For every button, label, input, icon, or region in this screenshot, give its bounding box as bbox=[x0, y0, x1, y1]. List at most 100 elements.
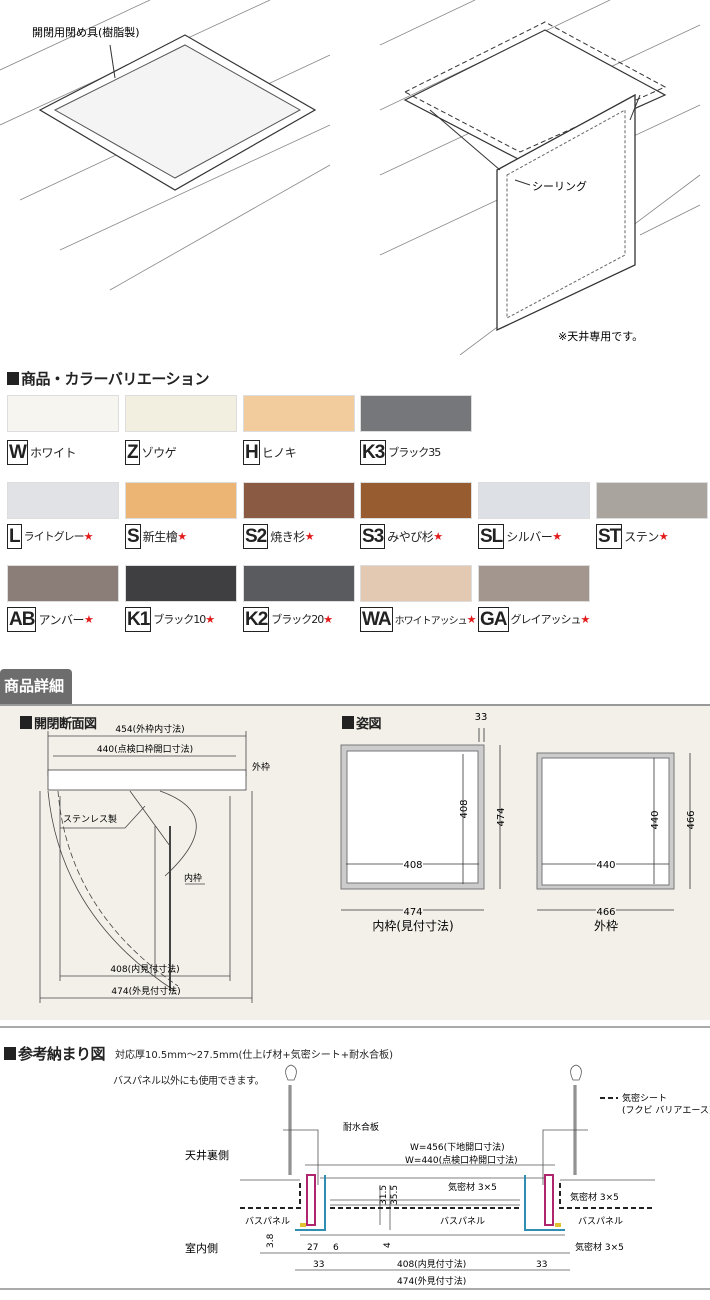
color-code: K3 bbox=[360, 439, 387, 465]
color-swatch-sl bbox=[478, 482, 590, 519]
color-code: Z bbox=[125, 439, 140, 465]
section-view-title: 開閉断面図 bbox=[20, 713, 97, 732]
star-icon: ★ bbox=[304, 529, 315, 543]
star-icon: ★ bbox=[580, 612, 591, 626]
inner-w-outer: 474 bbox=[403, 907, 422, 918]
sealing-label: シーリング bbox=[532, 179, 587, 193]
color-name: ホワイトアッシュ bbox=[394, 615, 468, 627]
color-swatch-wa bbox=[360, 565, 472, 602]
color-code: W bbox=[7, 439, 28, 465]
inner-h-outer: 474 bbox=[496, 807, 507, 826]
w456-label: W=456(下地開口寸法) bbox=[410, 1141, 505, 1153]
reference-title: 参考納まり図 bbox=[4, 1043, 106, 1064]
color-code: WA bbox=[360, 606, 393, 632]
color-code: S bbox=[125, 523, 141, 549]
installation-drawing: 気密シート (フクビ バリアエース) 耐水合板 W=456(下地開口寸法) W=… bbox=[185, 1064, 710, 1287]
outer-caption: 外枠 bbox=[594, 919, 618, 933]
color-code: S3 bbox=[360, 523, 386, 549]
inner-frame-label: 内枠 bbox=[184, 872, 202, 884]
star-icon: ★ bbox=[177, 529, 188, 543]
color-swatch-s bbox=[125, 482, 237, 519]
product-illustration: 開閉用閉め具(樹脂製) シーリング ※天井専用です。 bbox=[0, 0, 701, 355]
color-swatch-s3 bbox=[360, 482, 472, 519]
figure-title: 姿図 bbox=[342, 713, 382, 732]
color-name: 新生檜 bbox=[142, 529, 178, 544]
dim-6: 6 bbox=[333, 1243, 339, 1253]
color-code: GA bbox=[478, 606, 509, 632]
dim-408: 408(内見付寸法) bbox=[397, 1258, 466, 1270]
inner-w-inner: 408 bbox=[403, 860, 422, 871]
color-swatch-k1 bbox=[125, 565, 237, 602]
color-name: ホワイト bbox=[29, 445, 77, 460]
bath-panel-label: バスパネル bbox=[245, 1216, 290, 1227]
inner-caption: 内枠(見付寸法) bbox=[372, 919, 453, 933]
outer-w-inner: 440 bbox=[596, 860, 615, 871]
star-icon: ★ bbox=[433, 529, 444, 543]
usage-note: バスパネル以外にも使用できます。 bbox=[113, 1072, 265, 1087]
color-swatch-z bbox=[125, 395, 237, 432]
color-code: SL bbox=[478, 523, 505, 549]
color-name: ブラック10 bbox=[153, 613, 206, 626]
color-name: ブラック35 bbox=[388, 446, 441, 459]
color-name: グレイアッシュ bbox=[510, 613, 582, 626]
seal-label: 気密材 3×5 bbox=[575, 1241, 624, 1253]
color-name: 焼き杉 bbox=[270, 529, 305, 544]
ceiling-only-note: ※天井専用です。 bbox=[558, 329, 643, 343]
dim-33: 33 bbox=[536, 1260, 547, 1270]
color-variation-title: 商品・カラーバリエーション bbox=[7, 368, 210, 389]
dim-4: 4 bbox=[383, 1242, 393, 1248]
color-code: H bbox=[243, 439, 260, 465]
color-name: ステン bbox=[624, 529, 659, 544]
color-name: ゾウゲ bbox=[141, 445, 177, 460]
star-icon: ★ bbox=[552, 529, 563, 543]
color-swatch-s2 bbox=[243, 482, 355, 519]
color-name: アンバー bbox=[38, 612, 84, 627]
details-drawings: 454(外枠内寸法) 440(点検口枠開口寸法) 外枠 ステンレス製 内枠 40… bbox=[39, 712, 697, 1003]
color-swatch-ga bbox=[478, 565, 590, 602]
star-icon: ★ bbox=[466, 612, 477, 626]
inner-h-inner: 408 bbox=[459, 799, 470, 818]
color-code: AB bbox=[7, 606, 37, 632]
dim-35-5: 35.5 bbox=[390, 1185, 400, 1205]
dim-33: 33 bbox=[475, 712, 488, 723]
dim-31-5: 31.5 bbox=[379, 1185, 389, 1205]
color-swatch-st bbox=[596, 482, 708, 519]
outer-frame-label: 外枠 bbox=[252, 761, 270, 773]
divider bbox=[0, 1288, 710, 1290]
seal-label: 気密材 3×5 bbox=[448, 1181, 497, 1193]
color-code: S2 bbox=[243, 523, 269, 549]
color-code: K2 bbox=[243, 606, 270, 632]
color-code: L bbox=[7, 523, 22, 549]
dim-3-8: 3.8 bbox=[266, 1233, 276, 1248]
dim-27: 27 bbox=[307, 1243, 318, 1253]
outer-w-outer: 466 bbox=[596, 907, 615, 918]
indoor-label: 室内側 bbox=[185, 1241, 218, 1255]
star-icon: ★ bbox=[658, 529, 669, 543]
color-name: みやび杉 bbox=[387, 529, 434, 544]
color-swatch-h bbox=[243, 395, 355, 432]
plywood-label: 耐水合板 bbox=[343, 1121, 379, 1133]
bath-panel-label: バスパネル bbox=[440, 1216, 485, 1227]
color-swatch-k2 bbox=[243, 565, 355, 602]
star-icon: ★ bbox=[83, 529, 94, 543]
details-tab: 商品詳細 bbox=[0, 669, 72, 704]
color-swatch-l bbox=[7, 482, 119, 519]
color-name: ライトグレー bbox=[23, 530, 85, 543]
dim-474: 474(外見付寸法) bbox=[111, 985, 180, 997]
star-icon: ★ bbox=[83, 612, 94, 626]
color-name: シルバー bbox=[506, 529, 553, 544]
seal-label: 気密材 3×5 bbox=[570, 1191, 619, 1203]
dim-474: 474(外見付寸法) bbox=[397, 1275, 466, 1287]
